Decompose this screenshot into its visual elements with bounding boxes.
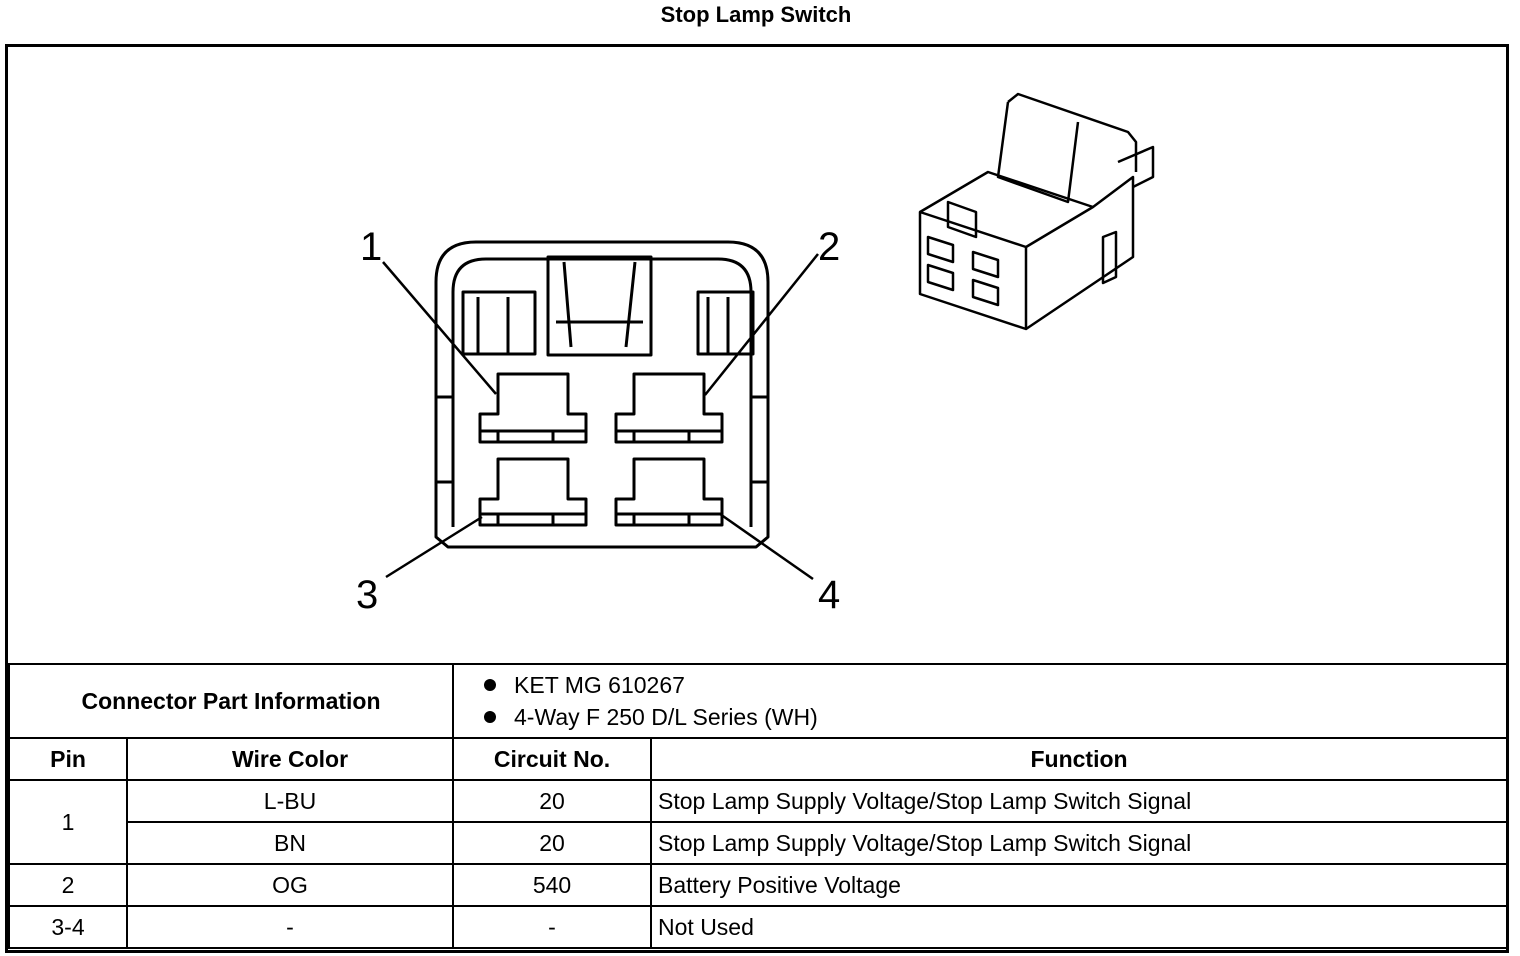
pin-cell: 1 (8, 779, 128, 865)
table-header-row: Pin Wire Color Circuit No. Function (8, 737, 1509, 781)
latch (546, 255, 653, 357)
cavity-3 (478, 457, 588, 527)
connector-part-info-label: Connector Part Information (7, 663, 455, 739)
leader-line-1 (382, 261, 497, 395)
circuit-cell: - (452, 905, 653, 949)
connector-drawing: 1 2 3 4 (8, 47, 1506, 663)
circuit-cell: 20 (452, 779, 653, 823)
connector-part-info-item: KET MG 610267 (484, 669, 1500, 701)
connector-part-info-text: 4-Way F 250 D/L Series (WH) (514, 704, 818, 730)
circuit-cell: 540 (452, 863, 653, 907)
table-row: 2 OG 540 Battery Positive Voltage (8, 863, 1509, 907)
header-wire-color: Wire Color (125, 737, 455, 781)
connector-isometric-view (918, 92, 1155, 331)
wire-color-cell: OG (125, 863, 455, 907)
cavity-1 (478, 372, 588, 444)
pinout-table: Connector Part Information KET MG 610267… (7, 663, 1509, 949)
pin-cell: 2 (8, 863, 128, 907)
leader-line-2 (704, 253, 819, 396)
bullet-icon (484, 711, 497, 723)
connector-part-info-text: KET MG 610267 (514, 672, 685, 698)
wire-color-cell: L-BU (125, 779, 455, 823)
wire-color-cell: BN (125, 821, 455, 865)
cavity-2 (614, 372, 724, 444)
pin-cell: 3-4 (8, 905, 128, 949)
connector-part-info-values: KET MG 610267 4-Way F 250 D/L Series (WH… (452, 663, 1509, 739)
header-function: Function (650, 737, 1509, 781)
connector-part-info-list: KET MG 610267 4-Way F 250 D/L Series (WH… (460, 669, 1500, 733)
page-title: Stop Lamp Switch (660, 2, 852, 27)
housing-inner (451, 257, 753, 527)
table-row: BN 20 Stop Lamp Supply Voltage/Stop Lamp… (9, 821, 1509, 865)
function-cell: Battery Positive Voltage (650, 863, 1509, 907)
leader-line-4 (719, 512, 814, 581)
pin-label-3: 3 (356, 573, 379, 617)
header-circuit-no: Circuit No. (452, 737, 653, 781)
connector-info-row: Connector Part Information KET MG 610267… (7, 663, 1509, 739)
cavity-4 (614, 457, 724, 527)
wire-color-cell: - (125, 905, 455, 949)
connector-face-diagram (382, 92, 1155, 581)
pin-label-1: 1 (360, 225, 383, 269)
connector-part-info-item: 4-Way F 250 D/L Series (WH) (484, 701, 1500, 733)
function-cell: Stop Lamp Supply Voltage/Stop Lamp Switc… (650, 779, 1509, 823)
function-cell: Stop Lamp Supply Voltage/Stop Lamp Switc… (650, 821, 1509, 865)
pin-label-2: 2 (818, 225, 841, 269)
header-pin: Pin (8, 737, 128, 781)
connector-frame: 1 2 3 4 Connector Part Information KET M… (5, 44, 1509, 953)
bullet-icon (484, 679, 497, 691)
table-row: 3-4 - - Not Used (8, 905, 1509, 949)
circuit-cell: 20 (452, 821, 653, 865)
pin-label-4: 4 (818, 573, 841, 617)
function-cell: Not Used (650, 905, 1509, 949)
leader-line-3 (385, 515, 483, 579)
table-row: 1 L-BU 20 Stop Lamp Supply Voltage/Stop … (8, 779, 1509, 865)
housing-outline (434, 240, 770, 549)
